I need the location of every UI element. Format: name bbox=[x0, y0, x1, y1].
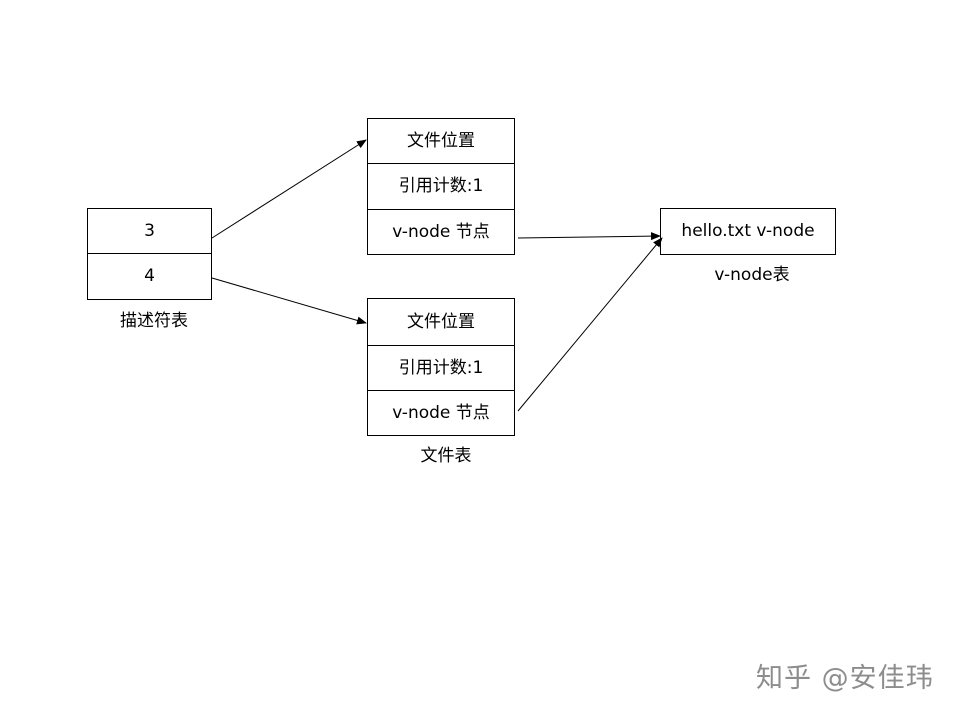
file-entry-1-position-label: 文件位置 bbox=[407, 130, 475, 151]
descriptor-3-label: 3 bbox=[144, 220, 155, 241]
file-entry-1-vnode: v-node 节点 bbox=[367, 209, 515, 255]
vnode-entry-label: hello.txt v-node bbox=[681, 221, 815, 241]
file-entry-2-position-label: 文件位置 bbox=[407, 311, 475, 332]
file-entry-1-vnode-label: v-node 节点 bbox=[392, 221, 490, 242]
file-entry-2-position: 文件位置 bbox=[367, 298, 515, 346]
descriptor-3: 3 bbox=[87, 208, 212, 254]
descriptor-4-label: 4 bbox=[144, 266, 155, 286]
file-entry-2-vnode-label: v-node 节点 bbox=[392, 402, 490, 423]
file-table-caption: 文件表 bbox=[420, 446, 472, 466]
vnode-entry: hello.txt v-node bbox=[660, 208, 836, 255]
arrow-file-entry-2-to-vnode bbox=[517, 237, 663, 412]
file-entry-2-ref-count-label: 引用计数:1 bbox=[398, 357, 484, 378]
descriptor-table-caption: 描述符表 bbox=[120, 311, 188, 331]
descriptor-4: 4 bbox=[87, 253, 212, 300]
file-entry-1-ref-count: 引用计数:1 bbox=[367, 163, 515, 210]
file-entry-1-position: 文件位置 bbox=[367, 118, 515, 164]
vnode-table-caption: v-node表 bbox=[714, 265, 790, 285]
arrow-file-entry-1-to-vnode bbox=[517, 232, 661, 241]
watermark: 知乎 @安佳玮 bbox=[756, 663, 934, 694]
file-entry-2-vnode: v-node 节点 bbox=[367, 390, 515, 436]
arrow-descriptor-3-to-file-entry-1 bbox=[211, 139, 367, 239]
arrow-descriptor-4-to-file-entry-2 bbox=[211, 277, 367, 325]
file-entry-1-ref-count-label: 引用计数:1 bbox=[398, 176, 484, 196]
